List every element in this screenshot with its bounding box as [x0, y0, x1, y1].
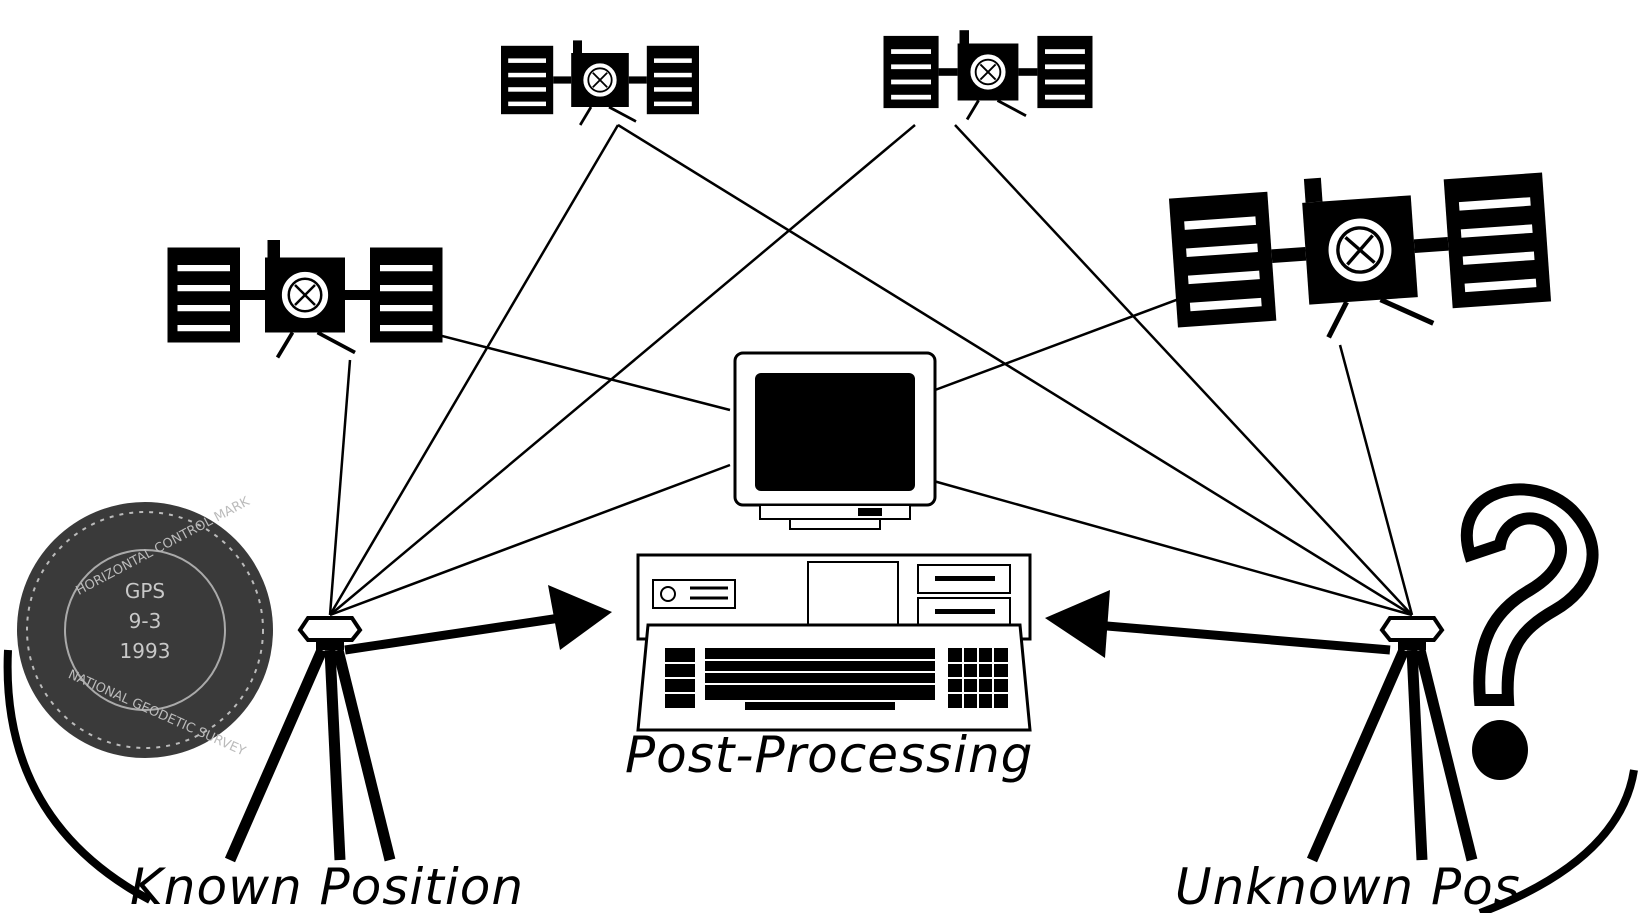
tripod-receiver-icon	[1312, 618, 1472, 860]
satellite-icon	[499, 39, 701, 127]
seal-center-text: 9-3	[129, 609, 162, 633]
known-position-label: Known Position	[130, 858, 525, 916]
enclosing-arc-right	[1478, 769, 1638, 913]
post-processing-label: Post-Processing	[625, 726, 1034, 784]
arrow-icon	[344, 585, 612, 655]
seal-center-text: GPS	[125, 579, 165, 603]
seal-center-text: 1993	[120, 639, 171, 663]
signal-lines	[328, 123, 1414, 617]
computer-icon	[636, 351, 1032, 732]
satellite-icon	[1168, 162, 1552, 347]
satellite-icon	[882, 28, 1094, 121]
satellite-icon	[165, 238, 445, 360]
arrow-icon	[1045, 590, 1391, 658]
unknown-position-label: Unknown Pos	[1175, 858, 1521, 916]
benchmark-seal-icon: GPS 9-3 1993 HORIZONTAL CONTROL MARK NAT…	[17, 494, 273, 759]
question-mark-icon	[1461, 483, 1599, 780]
enclosing-arc	[3, 649, 152, 904]
